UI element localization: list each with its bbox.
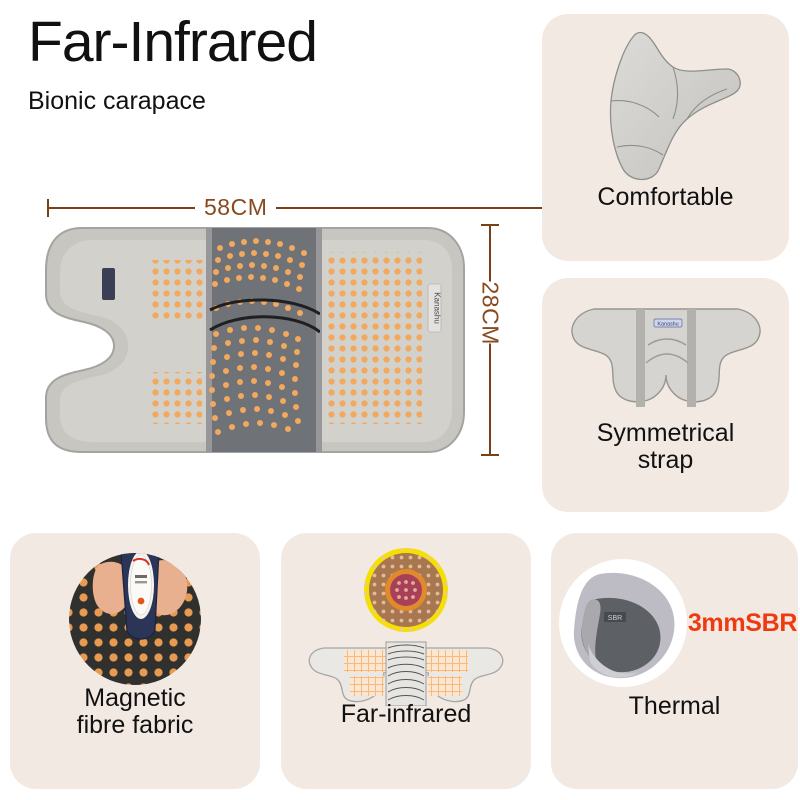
feature-card-caption: Thermal: [628, 692, 721, 720]
height-dimension-label: 28CM: [469, 281, 511, 345]
knee-brace-product-image: Kanashu: [40, 222, 470, 458]
feature-card-caption: Comfortable: [597, 183, 734, 211]
hero-product-section: 58CM 28CM: [0, 178, 615, 498]
brace-brand-tag: Kanashu: [427, 283, 442, 333]
center-radial-dots: [209, 238, 320, 435]
feature-card-caption-line1: Magnetic: [84, 684, 186, 712]
brace-center-panel: [206, 228, 322, 452]
feature-card-caption-line2: fibre fabric: [76, 711, 194, 739]
svg-text:Kanashu: Kanashu: [433, 292, 442, 324]
width-dimension-label: 58CM: [195, 194, 277, 221]
height-dimension-cap-top: [481, 224, 499, 226]
bent-knee-brace-icon: [577, 14, 755, 184]
width-dimension-line: [47, 207, 615, 209]
infrared-radiating-circle-icon: [298, 533, 514, 706]
strap-brand-tag: Kanashu: [653, 318, 682, 327]
brace-seam-arc-lower: [209, 315, 320, 334]
page-subtitle: Bionic carapace: [28, 87, 206, 115]
rolled-neoprene-sample-photo: SBR: [558, 559, 687, 687]
right-dot-grid: [326, 252, 422, 424]
width-dimension: 58CM: [47, 194, 615, 221]
brace-seam-arc-upper: [209, 298, 320, 316]
feature-card-caption: Far-infrared: [340, 700, 472, 728]
brace-left-tab: [102, 268, 115, 300]
feature-card-symmetrical-strap[interactable]: Kanashu Symmetrical strap: [542, 278, 789, 512]
height-dimension-cap-bottom: [481, 454, 499, 456]
height-dimension: 28CM: [469, 224, 511, 456]
feature-card-caption-line1: Symmetrical: [596, 419, 735, 447]
page-title: Far-Infrared: [28, 10, 318, 74]
page-header: Far-Infrared Bionic carapace: [28, 14, 528, 116]
left-dot-grid-top: [148, 260, 204, 322]
flat-brace-straps-icon: Kanashu: [562, 278, 770, 420]
magnet-on-dotted-fabric-photo: [61, 533, 209, 685]
brace-outline-with-mesh: [308, 641, 504, 706]
feature-card-comfortable[interactable]: Comfortable: [542, 14, 789, 261]
svg-text:Kanashu: Kanashu: [657, 321, 678, 327]
feature-card-far-infrared[interactable]: Far-infrared: [281, 533, 531, 789]
infrared-rings: [364, 548, 448, 632]
feature-card-magnetic-fibre[interactable]: Magnetic fibre fabric: [10, 533, 260, 789]
width-dimension-cap-left: [47, 199, 49, 217]
svg-text:SBR: SBR: [608, 615, 622, 622]
feature-card-thermal[interactable]: SBR 3mmSBR Thermal: [551, 533, 798, 789]
left-dot-grid-bottom: [150, 372, 202, 424]
feature-card-caption-line2: strap: [637, 446, 694, 474]
thermal-thickness-badge: 3mmSBR: [687, 608, 798, 637]
